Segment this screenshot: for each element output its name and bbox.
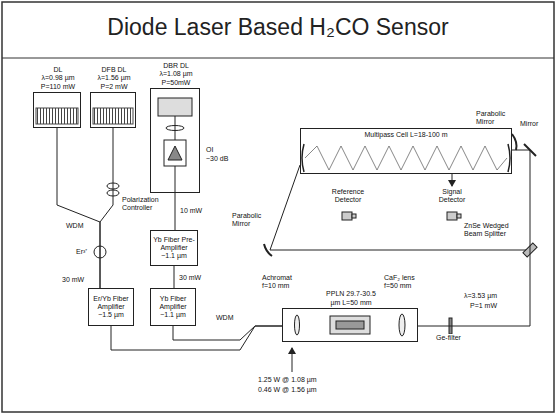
cell-mirror <box>508 144 510 172</box>
annotation-label: P=1 mW <box>470 302 497 310</box>
multipass-beam <box>305 146 507 170</box>
laser-driver-box: DFB DLλ=1.56 µmP=2 mW <box>90 92 136 128</box>
annotation-label: Er³⁺ <box>76 248 87 256</box>
node-text: ~1.1 µm <box>161 252 187 260</box>
annotation-label: 30 mW <box>62 276 84 284</box>
node-text: Yb Fiber Pre-Amplifier <box>153 236 195 252</box>
node-text: ~1.5 µm <box>98 311 124 319</box>
annotation-label: WDM <box>66 222 84 230</box>
fiber-connector <box>57 128 100 288</box>
node-text: Yb Fiber Amplifier <box>153 295 193 311</box>
annotation-label: ~30 dB <box>206 155 228 163</box>
node-text: DFB DL <box>79 66 149 74</box>
amplifier-box: Er/Yb Fiber Amplifier~1.5 µm <box>88 288 134 326</box>
annotation-label: WDM <box>216 314 234 322</box>
fiber-connector <box>452 174 453 186</box>
fiber-connector <box>174 266 175 288</box>
node-text: DL <box>22 66 94 74</box>
node-text: ~1.1 µm <box>160 311 186 319</box>
annotation-label: ZnSe Wedged Beam Splitter <box>464 222 524 239</box>
crystal-optics <box>295 314 406 336</box>
title-rule <box>2 58 554 59</box>
node-text: P=50mW <box>139 79 213 87</box>
beam <box>270 250 530 251</box>
laser-module-box: DBR DLλ=1.08 µmP=50mW <box>150 88 200 193</box>
node-text: DBR DL <box>139 62 213 70</box>
annotation-label: 1.25 W @ 1.08 µm <box>258 376 317 384</box>
cell-mirror <box>302 144 304 172</box>
detector-symbol <box>342 212 461 220</box>
fiber-connector <box>175 193 176 230</box>
annotation-label: Parabolic Mirror <box>476 110 514 127</box>
pump-arrow <box>292 348 293 372</box>
slide-title: Diode Laser Based H₂CO Sensor <box>0 14 556 41</box>
fiber-connector <box>100 128 113 288</box>
heat-sink <box>93 108 133 124</box>
annotation-label: 10 mW <box>180 207 202 215</box>
heading-block: DFB DLλ=1.56 µmP=2 mW <box>79 66 149 91</box>
beam <box>270 165 300 250</box>
amplifier-box: Yb Fiber Pre-Amplifier~1.1 µm <box>150 230 198 266</box>
node-text: PPLN 29.7-30.5 µm L=50 mm <box>323 290 379 307</box>
node-text: Er/Yb Fiber Amplifier <box>91 295 131 311</box>
heading-block: DLλ=0.98 µmP=110 mW <box>22 66 94 91</box>
parabolic-mirror <box>264 244 272 256</box>
annotation-label: Achromat f=10 mm <box>262 274 300 291</box>
fiber-connector <box>418 150 530 326</box>
annotation-label: CaF₂ lens f=50 mm <box>384 274 424 291</box>
detector-label: Reference Detector <box>325 186 371 204</box>
annotation-label: λ=3.53 µm <box>464 292 497 300</box>
fiber-connector <box>173 326 282 340</box>
heading-block: DBR DLλ=1.08 µmP=50mW <box>139 62 213 87</box>
multipass-cell: Multipass Cell L=18-100 m <box>300 128 512 174</box>
laser-driver-box: DLλ=0.98 µmP=110 mW <box>33 92 81 128</box>
node-text: Signal Detector <box>432 188 472 204</box>
node-text: Multipass Cell L=18-100 m <box>301 131 511 139</box>
dbr-laser-module <box>158 98 192 193</box>
parabolic-mirror <box>512 134 517 150</box>
node-text: P=2 mW <box>79 83 149 91</box>
annotation-label: OI <box>206 146 213 154</box>
annotation-label: 30 mW <box>179 274 201 282</box>
node-text: λ=1.08 µm <box>139 70 213 78</box>
node-text: Reference Detector <box>325 188 371 204</box>
heading-block: PPLN 29.7-30.5 µm L=50 mm <box>323 290 379 307</box>
node-text: λ=0.98 µm <box>22 74 94 82</box>
heat-sink <box>36 108 78 124</box>
annotation-label: Mirror <box>520 120 538 128</box>
node-text: λ=1.56 µm <box>79 74 149 82</box>
crystal-housing: PPLN 29.7-30.5 µm L=50 mm <box>282 308 418 342</box>
fiber-connector <box>111 326 282 350</box>
annotation-label: 0.46 W @ 1.56 µm <box>258 386 317 394</box>
detector-label: Signal Detector <box>432 186 472 204</box>
amplifier-box: Yb Fiber Amplifier~1.1 µm <box>150 288 196 326</box>
annotation-label: Polarization Controller <box>122 196 168 213</box>
annotation-label: Ge-filter <box>436 334 461 342</box>
annotation-label: Parabolic Mirror <box>232 212 272 229</box>
node-text: P=110 mW <box>22 83 94 91</box>
